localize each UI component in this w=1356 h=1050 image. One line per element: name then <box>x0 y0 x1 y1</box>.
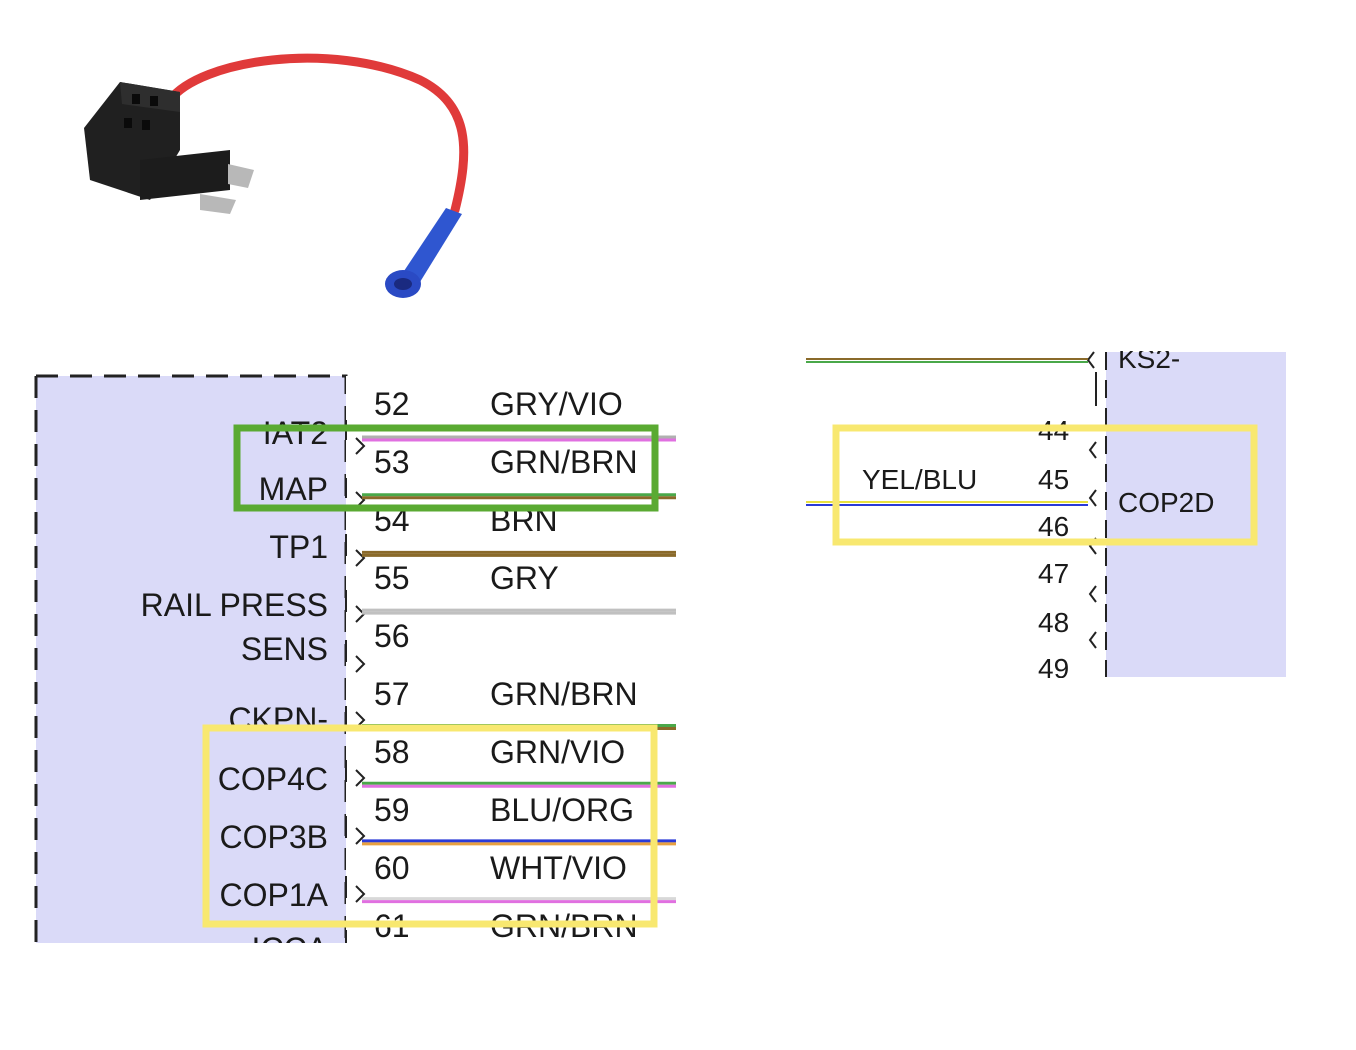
pin-label-ckpn: CKPN- <box>228 701 328 737</box>
wire-pin-56: 56 <box>374 618 410 654</box>
pin-label-cop1a: COP1A <box>220 877 329 913</box>
red-wire <box>165 53 469 215</box>
pin-labels: IAT2 MAP TP1 RAIL PRESS SENS CKPN- COP4C… <box>141 415 329 967</box>
wire-color-59: BLU/ORG <box>490 792 634 828</box>
cop2d-label: COP2D <box>1118 487 1214 518</box>
right-pin-48: 48 <box>1038 607 1069 638</box>
wire-pin-59: 59 <box>374 792 410 828</box>
wire-color-52: GRY/VIO <box>490 386 623 422</box>
pin-label-map: MAP <box>259 471 328 507</box>
wire-color-60: WHT/VIO <box>490 850 627 886</box>
wire-pin-60: 60 <box>374 850 410 886</box>
wire-color-53: GRN/BRN <box>490 444 638 480</box>
green-highlight-box <box>233 424 659 512</box>
pin-label-iat2: IAT2 <box>263 415 328 451</box>
pin-label-rail-press: RAIL PRESS <box>141 587 328 623</box>
wire-color-55: GRY <box>490 560 559 596</box>
wire-pin-55: 55 <box>374 560 410 596</box>
pin-label-cop3b: COP3B <box>220 819 328 855</box>
right-pin-46: 46 <box>1038 511 1069 542</box>
wire-pin-57: 57 <box>374 676 410 712</box>
right-pin-45: 45 <box>1038 464 1069 495</box>
pin-label-sens: SENS <box>241 631 328 667</box>
pin-label-tp1: TP1 <box>269 529 328 565</box>
pin-label-cop4c: COP4C <box>218 761 328 797</box>
wire-color-57: GRN/BRN <box>490 676 638 712</box>
wire-color-58: GRN/VIO <box>490 734 625 770</box>
right-pin-47: 47 <box>1038 558 1069 589</box>
wire-pin-53: 53 <box>374 444 410 480</box>
wire-pin-58: 58 <box>374 734 410 770</box>
fuse-tap-image <box>84 53 469 298</box>
blue-terminal <box>385 208 462 298</box>
fuse-holder-body <box>84 82 254 214</box>
yellow-highlight-box-right <box>832 424 1258 546</box>
right-wire-color-code: YEL/BLU <box>862 464 977 495</box>
right-connector-brackets <box>1086 351 1097 649</box>
connector-brackets <box>345 420 366 943</box>
right-pin-numbers: 44 45 46 47 48 49 <box>1038 415 1069 684</box>
wire-pin-52: 52 <box>374 386 410 422</box>
yellow-highlight-box-left <box>202 724 658 928</box>
